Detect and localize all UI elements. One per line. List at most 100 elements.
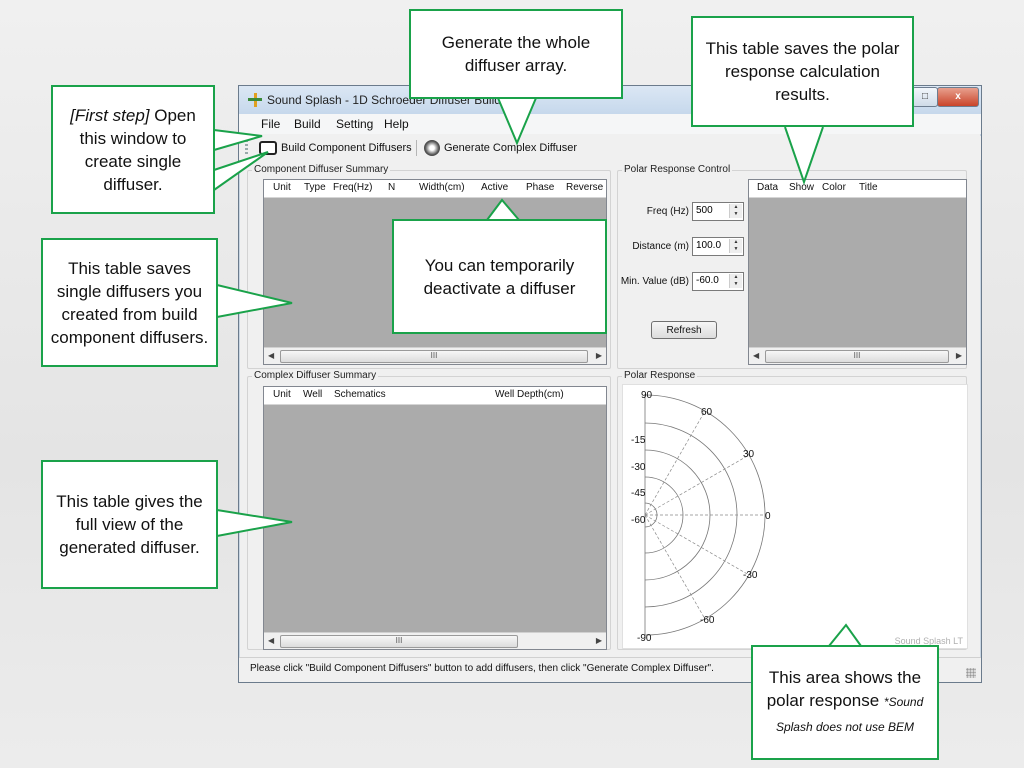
first-step-rest: Open this window to create single diffus…	[79, 105, 196, 194]
callout-single-table-text: This table saves single diffusers you cr…	[50, 258, 209, 347]
callout-full-view: This table gives the full view of the ge…	[41, 460, 218, 589]
polar-spokes	[644, 410, 765, 620]
menu-build[interactable]: Build	[294, 117, 321, 131]
scroll-thumb[interactable]: III	[765, 350, 949, 363]
maximize-button[interactable]: □	[912, 87, 938, 107]
results-table-header: Data Show Color Title	[749, 180, 966, 198]
col-schematics[interactable]: Schematics	[334, 389, 386, 400]
component-table-hscrollbar[interactable]: ◀ III ▶	[264, 347, 606, 364]
scroll-thumb[interactable]: III	[280, 635, 518, 648]
scroll-thumb[interactable]: III	[280, 350, 588, 363]
generate-icon	[424, 140, 440, 156]
col-well-depth[interactable]: Well Depth(cm)	[495, 389, 564, 400]
db-label: -45	[631, 488, 646, 499]
toolbar: Build Component Diffusers Generate Compl…	[239, 136, 981, 160]
angle-label: -90	[637, 633, 652, 644]
scroll-left-icon[interactable]: ◀	[268, 351, 275, 360]
callout-first-step: [First step] Open this window to create …	[51, 85, 215, 214]
distance-up-icon[interactable]: ▲	[730, 239, 742, 246]
status-message: Please click "Build Component Diffusers"…	[250, 663, 714, 674]
polar-ring	[644, 394, 766, 636]
results-table-hscrollbar[interactable]: ◀ III ▶	[749, 347, 966, 364]
polar-ring	[644, 449, 711, 581]
angle-label: 30	[743, 449, 755, 460]
col-show[interactable]: Show	[789, 182, 815, 193]
minvalue-up-icon[interactable]: ▲	[730, 274, 742, 281]
freq-up-icon[interactable]: ▲	[730, 204, 742, 211]
component-table-header: Unit Type Freq(Hz) N Width(cm) Active Ph…	[264, 180, 606, 198]
col-phase[interactable]: Phase	[526, 182, 555, 193]
polar-control-title: Polar Response Control	[622, 164, 733, 175]
scroll-right-icon[interactable]: ▶	[595, 351, 602, 360]
callout-deactivate: You can temporarily deactivate a diffuse…	[392, 219, 607, 334]
scroll-right-icon[interactable]: ▶	[595, 636, 602, 645]
freq-down-icon[interactable]: ▼	[730, 211, 742, 218]
col-unit[interactable]: Unit	[273, 182, 291, 193]
callout-polar-table: This table saves the polar response calc…	[691, 16, 914, 127]
component-summary-title: Component Diffuser Summary	[252, 164, 391, 175]
polar-results-table[interactable]: Data Show Color Title ◀ III ▶	[748, 179, 967, 365]
callout-generate: Generate the whole diffuser array.	[409, 9, 623, 99]
generate-complex-diffuser-button[interactable]: Generate Complex Diffuser	[424, 139, 577, 157]
callout-full-view-text: This table gives the full view of the ge…	[56, 492, 203, 557]
scroll-left-icon[interactable]: ◀	[753, 351, 760, 360]
callout-polar-area-text: This area shows the polar response *Soun…	[753, 666, 937, 739]
distance-down-icon[interactable]: ▼	[730, 246, 742, 253]
component-summary-group: Component Diffuser Summary	[247, 164, 611, 369]
col-well[interactable]: Well	[303, 389, 323, 400]
app-window: Sound Splash - 1D Schroeder Diffuser Bui…	[238, 85, 982, 683]
angle-label: 90	[641, 390, 653, 401]
scroll-right-icon[interactable]: ▶	[955, 351, 962, 360]
build-component-diffusers-button[interactable]: Build Component Diffusers	[259, 139, 412, 157]
menu-file[interactable]: File	[261, 117, 281, 131]
polar-spoke	[644, 410, 706, 516]
distance-label: Distance (m)	[632, 241, 689, 252]
scroll-left-icon[interactable]: ◀	[268, 636, 275, 645]
distance-stepper[interactable]: ▲▼	[692, 237, 744, 256]
complex-table-hscrollbar[interactable]: ◀ III ▶	[264, 632, 606, 649]
col-active[interactable]: Active	[481, 182, 509, 193]
menu-setting[interactable]: Setting	[336, 117, 374, 131]
complex-diffuser-table[interactable]: Unit Well Schematics Well Depth(cm) ◀ II…	[263, 386, 607, 650]
minvalue-stepper[interactable]: ▲▼	[692, 272, 744, 291]
complex-table-header: Unit Well Schematics Well Depth(cm)	[264, 387, 606, 405]
minvalue-down-icon[interactable]: ▼	[730, 281, 742, 288]
angle-label: -60	[700, 615, 715, 626]
angle-label: 60	[701, 407, 713, 418]
db-label: -60	[631, 515, 646, 526]
col-color[interactable]: Color	[822, 182, 846, 193]
angle-label: -30	[743, 570, 758, 581]
col-width[interactable]: Width(cm)	[419, 182, 465, 193]
col-title[interactable]: Title	[859, 182, 878, 193]
col-unit[interactable]: Unit	[273, 389, 291, 400]
polar-response-title: Polar Response	[622, 370, 698, 381]
col-n[interactable]: N	[388, 182, 396, 193]
polar-spoke	[644, 514, 706, 620]
callout-deactivate-text: You can temporarily deactivate a diffuse…	[423, 255, 576, 298]
callout-first-step-text: [First step] Open this window to create …	[53, 104, 213, 196]
col-freq[interactable]: Freq(Hz)	[333, 182, 373, 193]
col-type[interactable]: Type	[304, 182, 326, 193]
callout-polar-table-text: This table saves the polar response calc…	[705, 39, 900, 104]
refresh-button[interactable]: Refresh	[651, 321, 717, 339]
toolbar-separator	[416, 140, 417, 156]
polar-response-plot: 90 60 30 0 -30 -60 -90 -15 -30 -45 -60 S…	[622, 384, 968, 649]
app-logo-icon	[248, 93, 262, 107]
first-step-emphasis: [First step]	[70, 105, 150, 125]
db-label: -30	[631, 462, 646, 473]
distance-input[interactable]	[694, 239, 724, 252]
col-data[interactable]: Data	[757, 182, 779, 193]
freq-stepper[interactable]: ▲▼	[692, 202, 744, 221]
freq-input[interactable]	[694, 204, 724, 217]
resize-grip-icon[interactable]	[966, 668, 976, 678]
toolbar-grip-icon[interactable]	[245, 140, 248, 156]
close-button[interactable]: x	[937, 87, 979, 107]
polar-area-note: *Sound Splash does not use BEM	[775, 695, 924, 734]
minvalue-input[interactable]	[694, 274, 724, 287]
build-icon	[259, 141, 277, 155]
menu-help[interactable]: Help	[384, 117, 409, 131]
callout-polar-area: This area shows the polar response *Soun…	[751, 645, 939, 760]
col-reverse[interactable]: Reverse	[566, 182, 604, 193]
build-component-diffusers-label: Build Component Diffusers	[281, 142, 412, 154]
polar-plot-svg: 90 60 30 0 -30 -60 -90 -15 -30 -45 -60	[631, 390, 771, 644]
